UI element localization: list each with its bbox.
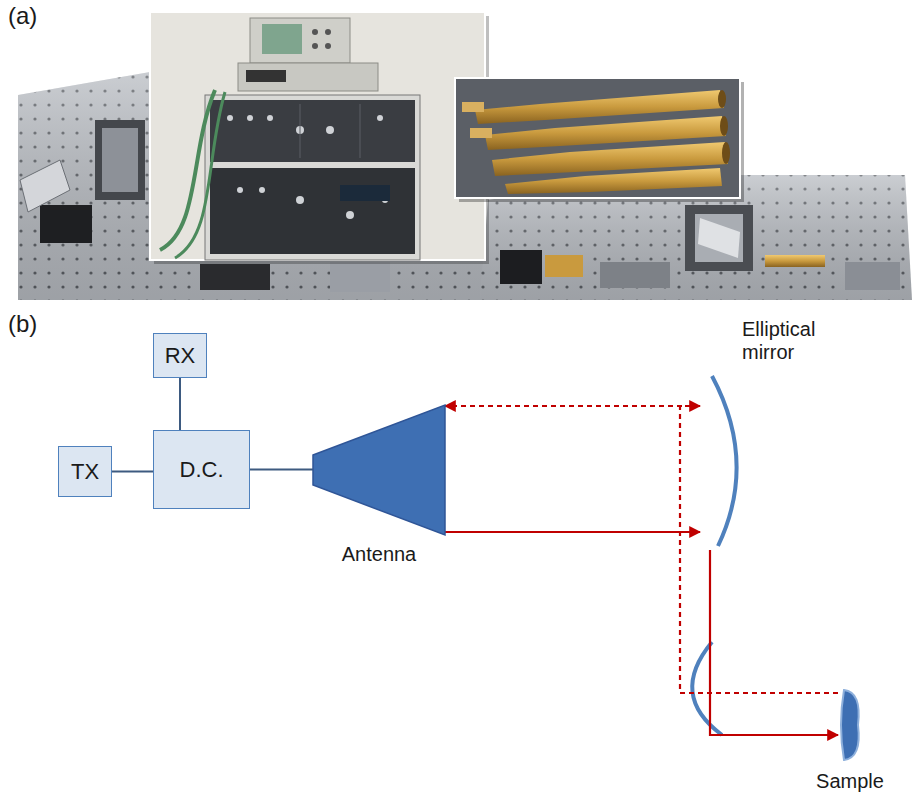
sample-body [841,690,859,760]
antenna-body [313,405,445,535]
sample-lens: Sample [838,688,862,762]
box-label: TX [71,459,99,484]
horn-antennas-photo [455,78,744,202]
panel-label: (b) [8,310,37,338]
signal-line [179,378,181,430]
elliptical-mirror-arc [692,642,722,735]
mirror-shape [700,372,750,550]
box-label: RX [165,343,196,368]
process-box: RX [153,333,207,378]
mirror-label: Elliptical mirror [742,318,842,364]
mirror-arc [712,376,737,546]
beam-path [445,405,700,407]
beam-path [445,531,700,533]
horn-antenna: Antenna [313,405,445,535]
elliptical-mirror: Elliptical mirror [700,372,750,550]
beam-path [680,406,838,693]
antenna-shape [313,405,445,535]
panel-label: (a) [8,2,37,30]
left-bench-photo [18,72,490,300]
signal-line [250,469,313,471]
sample-shape [838,688,862,762]
antenna-label: Antenna [293,543,465,566]
beam-path [710,550,838,735]
process-box: TX [58,446,112,497]
sample-label: Sample [798,770,902,793]
signal-line [112,471,153,473]
process-box: D.C. [153,430,250,509]
box-label: D.C. [180,457,224,482]
instrument-rack-photo [150,12,489,264]
